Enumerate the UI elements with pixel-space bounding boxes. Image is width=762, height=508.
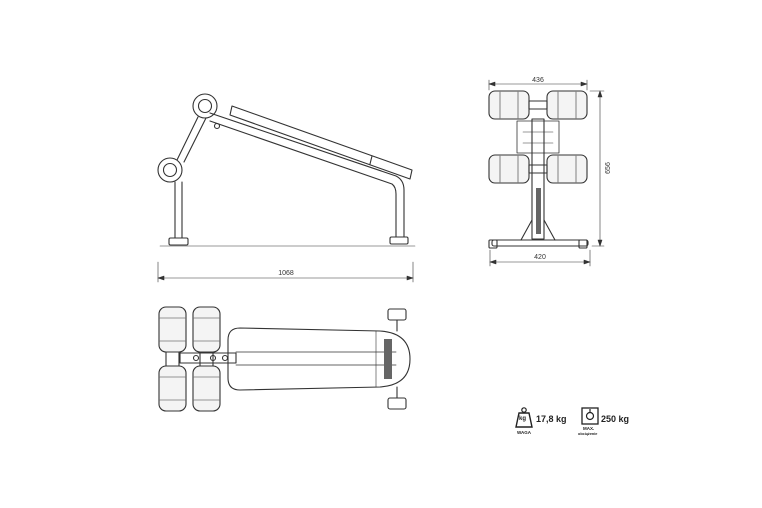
weight-icon-text: kg [519,416,527,422]
top-rear-foot-right [387,397,407,410]
weight-value: 17,8 kg [536,414,567,424]
top-cross-bar [179,352,237,364]
front-lower-left-roller [488,154,530,184]
front-view [488,90,589,249]
front-upper-right-roller [546,90,588,120]
max-load-icon [581,407,599,425]
top-roller-3 [158,365,187,412]
max-load-caption-top: MAX. [583,426,595,431]
max-load-caption-bottom: obciążenie [578,432,598,436]
top-roller-1 [158,306,187,353]
front-lower-right-roller [546,154,588,184]
top-roller-4 [192,365,221,412]
side-front-foot [168,237,189,246]
side-view [157,93,416,247]
side-upper-roller [192,93,218,119]
front-post-logo [536,188,541,234]
weight-icon [515,407,533,428]
top-view [158,306,411,412]
top-bench-pad [227,327,411,391]
side-lower-roller [157,157,183,183]
dim-side-length: 1068 [278,270,294,277]
top-pad-logo [384,339,392,379]
side-rear-foot [389,236,409,245]
dim-front-top-width: 436 [532,77,544,84]
front-dimensions [488,79,605,267]
top-roller-2 [192,306,221,353]
top-rear-foot-left [387,308,407,321]
side-length-dimension [157,261,414,283]
dim-front-height: 656 [605,162,612,174]
front-upper-left-roller [488,90,530,120]
front-post [531,118,545,240]
dim-front-base-width: 420 [534,254,546,261]
weight-caption: WAGA [517,430,531,435]
product-specs: kg WAGA 17,8 kg MAX. obciążenie 250 kg [515,403,635,443]
side-bench-pad [229,105,413,180]
front-base [491,239,589,247]
max-load-value: 250 kg [601,414,630,424]
